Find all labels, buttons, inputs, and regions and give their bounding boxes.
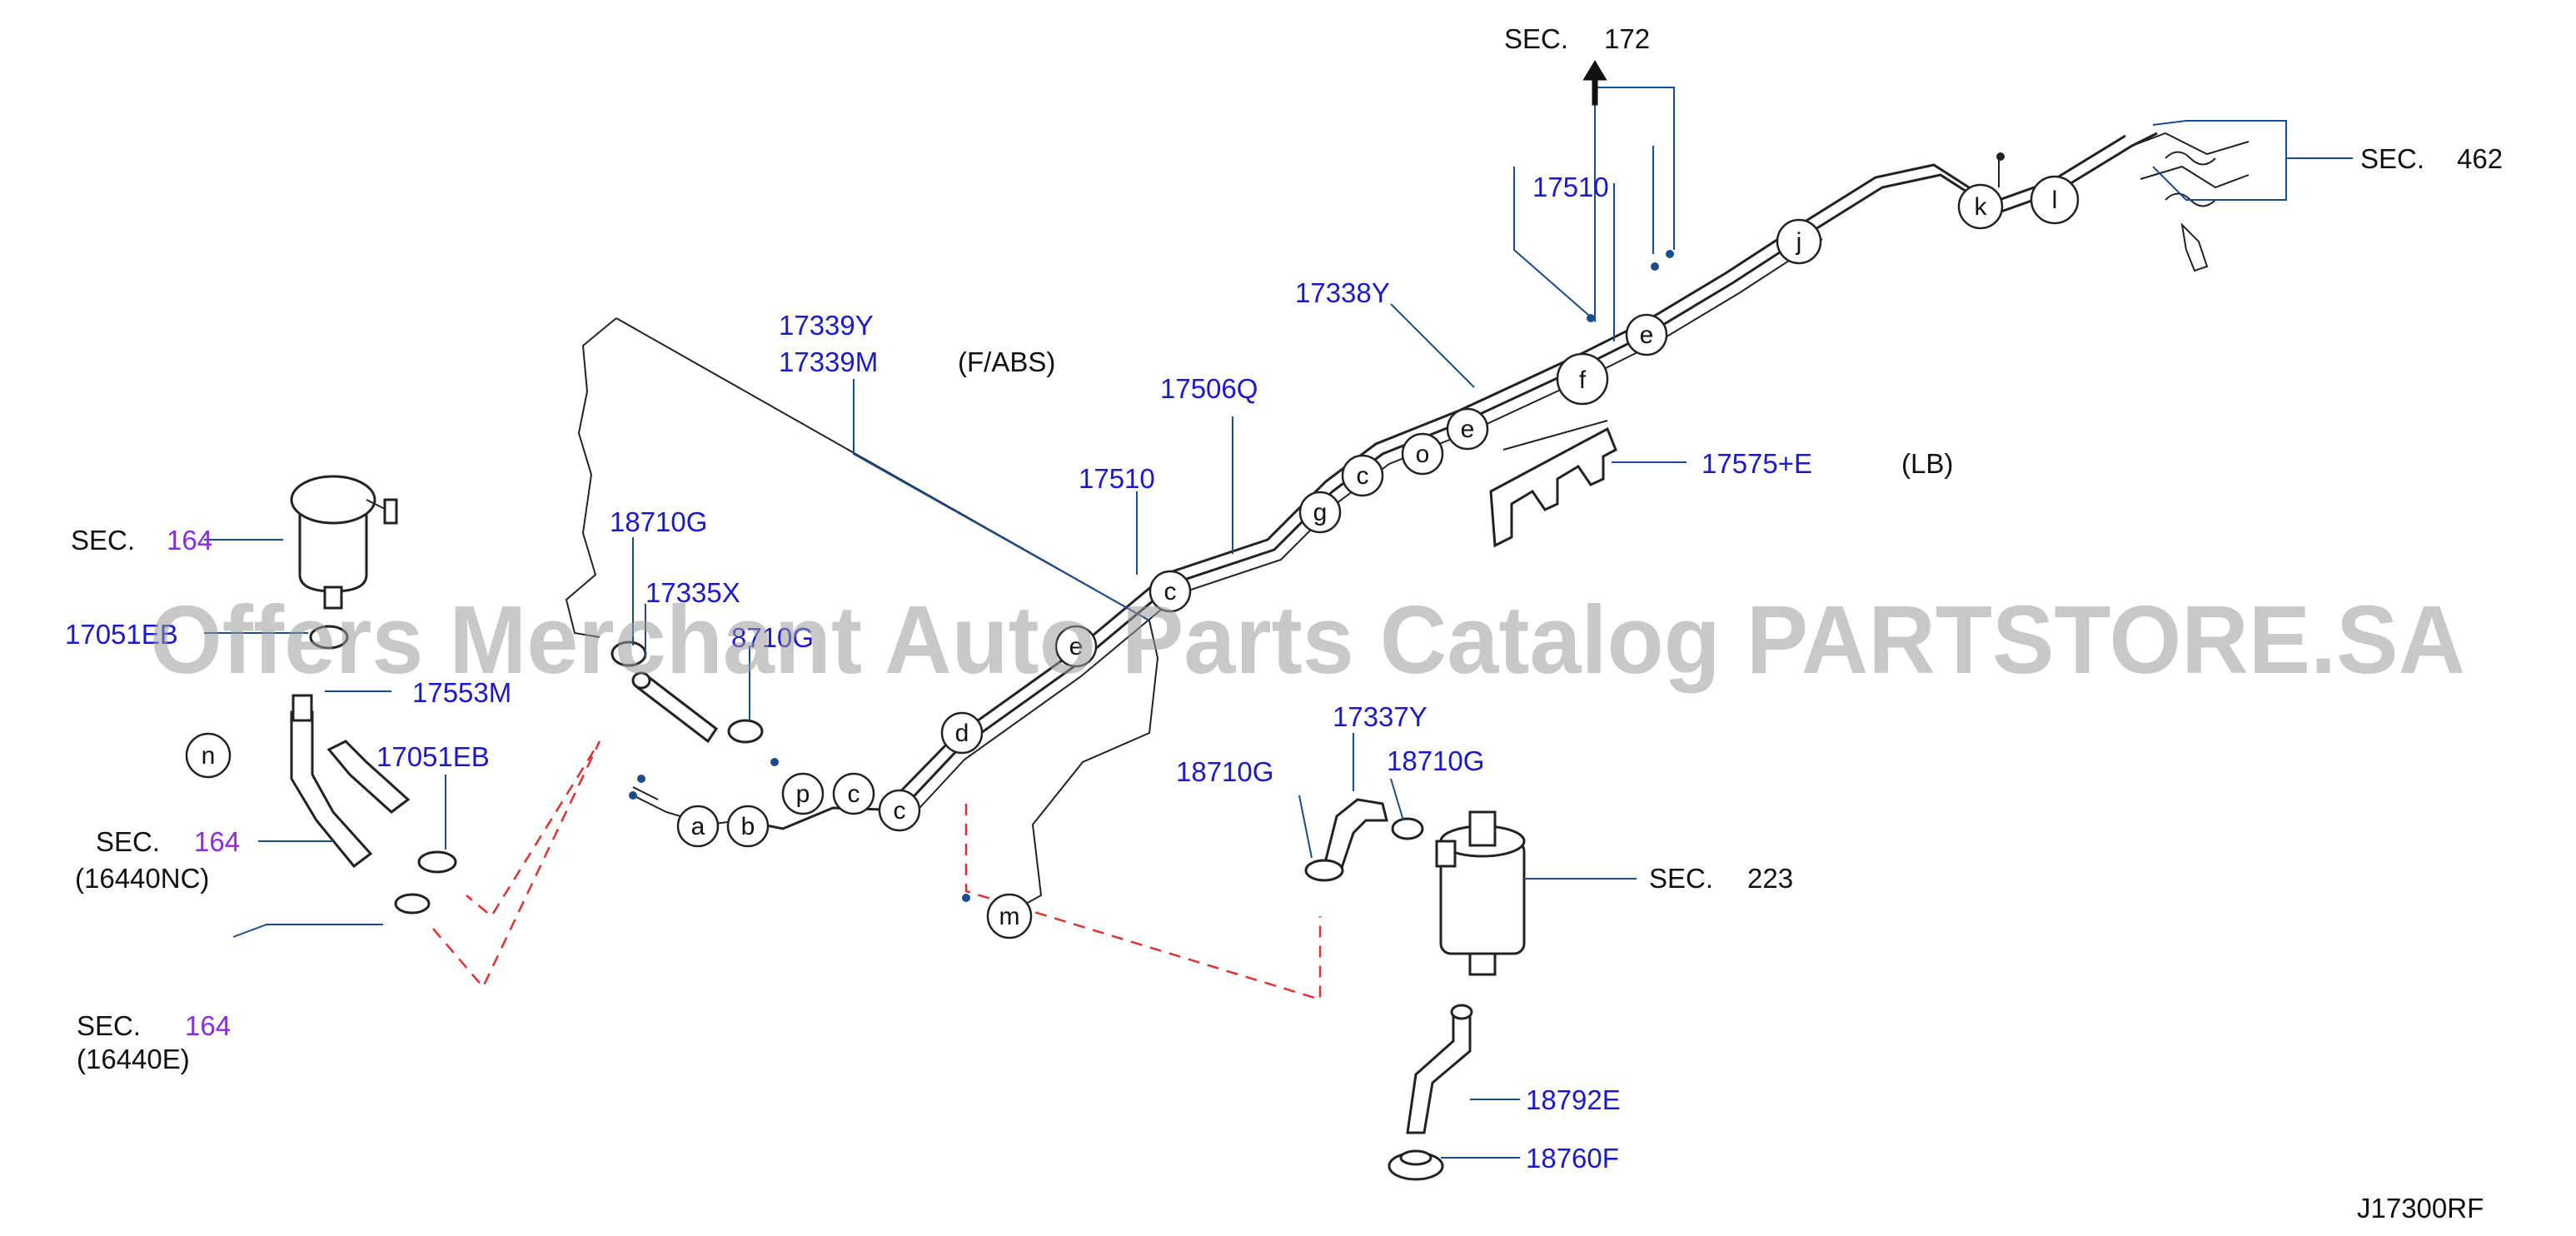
svg-text:j: j (1796, 228, 1802, 256)
part-label-18792E[interactable]: 18792E (1526, 1084, 1621, 1115)
sec172-prefix: SEC. (1504, 23, 1568, 54)
sec462-number[interactable]: 462 (2457, 143, 2503, 174)
svg-text:o: o (1416, 441, 1430, 468)
callout-c3[interactable]: c (1148, 570, 1192, 613)
clip-sec164-bottom (394, 893, 431, 915)
label-f-abs: (F/ABS) (958, 346, 1055, 377)
part-label-17339M[interactable]: 17339M (779, 346, 878, 377)
svg-text:d: d (955, 720, 969, 747)
svg-text:n: n (202, 742, 216, 770)
svg-text:e: e (1461, 416, 1475, 443)
sec164-top-prefix: SEC. (71, 525, 135, 556)
part-label-17553M[interactable]: 17553M (412, 677, 511, 708)
callout-e1[interactable]: e (1054, 625, 1098, 668)
body-outline (565, 317, 1159, 917)
part-label-18710G-a[interactable]: 18710G (1176, 756, 1273, 787)
part-label-17051EB-left[interactable]: 17051EB (65, 619, 178, 650)
sec223-number[interactable]: 223 (1747, 863, 1793, 894)
sec164-bottom-number[interactable]: 164 (185, 1010, 231, 1041)
watermark: Offers Merchant Auto Parts Catalog PARTS… (150, 586, 2465, 694)
callout-e3[interactable]: e (1625, 313, 1668, 356)
sec164-mid-note: (16440NC) (75, 863, 209, 894)
sec164-top-number[interactable]: 164 (167, 525, 212, 556)
callout-m[interactable]: m (986, 893, 1033, 939)
callout-k[interactable]: k (1957, 183, 2004, 230)
grommet-18760F (1388, 1149, 1444, 1181)
callout-l[interactable]: l (2030, 175, 2080, 225)
part-label-17575E[interactable]: 17575+E (1702, 448, 1812, 479)
sec164-mid-prefix: SEC. (96, 826, 160, 857)
svg-text:c: c (848, 780, 860, 808)
leader-lines (204, 87, 2353, 1159)
callout-a[interactable]: a (676, 805, 720, 848)
svg-text:a: a (691, 813, 705, 840)
svg-text:c: c (894, 797, 906, 825)
part-label-17510-mid[interactable]: 17510 (1079, 463, 1155, 494)
svg-text:e: e (1069, 633, 1084, 660)
hose-routing-dashed (432, 740, 1322, 1001)
clip-17051EB-right (417, 850, 457, 874)
part-label-18710G-b[interactable]: 18710G (1387, 745, 1484, 776)
part-label-17506Q[interactable]: 17506Q (1160, 373, 1258, 404)
sec164-bottom-prefix: SEC. (77, 1010, 141, 1041)
hose-18792E (1406, 1004, 1473, 1134)
clamp-18710G-mid (727, 719, 764, 744)
svg-text:e: e (1640, 321, 1654, 349)
sec164-mid-number[interactable]: 164 (194, 826, 240, 857)
svg-text:c: c (1164, 578, 1177, 606)
sec462-prefix: SEC. (2360, 143, 2424, 174)
svg-text:m: m (999, 903, 1020, 930)
callout-c4[interactable]: c (1341, 454, 1384, 497)
callout-e2[interactable]: e (1446, 407, 1489, 451)
arrow-up-icon (1582, 60, 1607, 106)
sec164-bottom-note: (16440E) (77, 1044, 190, 1074)
callout-c2[interactable]: c (878, 789, 921, 832)
label-lb: (LB) (1901, 448, 1953, 479)
part-label-18710G-left[interactable]: 18710G (610, 506, 707, 537)
callout-f[interactable]: f (1556, 352, 1609, 406)
svg-text:c: c (1357, 462, 1369, 490)
part-label-17510-top[interactable]: 17510 (1532, 172, 1609, 202)
hose-17337Y (1304, 798, 1424, 882)
part-label-17339Y[interactable]: 17339Y (779, 310, 874, 341)
part-label-17051EB-right[interactable]: 17051EB (376, 741, 490, 772)
sec223-prefix: SEC. (1649, 863, 1713, 894)
callout-g[interactable]: g (1298, 491, 1342, 534)
protector-bracket (1489, 420, 1617, 548)
diagram-code: J17300RF (2357, 1193, 2484, 1224)
part-label-18760F[interactable]: 18760F (1526, 1143, 1619, 1174)
part-label-17337Y[interactable]: 17337Y (1333, 701, 1428, 732)
fuel-filter-sec164 (290, 475, 398, 610)
part-label-18710G-partial[interactable]: 8710G (731, 622, 814, 653)
canister-sec223 (1435, 810, 1526, 976)
part-label-17335X[interactable]: 17335X (645, 577, 740, 608)
callout-b[interactable]: b (726, 805, 770, 848)
sec172-number[interactable]: 172 (1604, 23, 1650, 54)
hose-17553M (290, 694, 411, 869)
callout-c1[interactable]: c (832, 772, 875, 815)
hose-17335X (631, 671, 719, 744)
callout-d[interactable]: d (940, 711, 984, 755)
callout-n[interactable]: n (185, 732, 232, 779)
svg-text:f: f (1579, 366, 1587, 394)
clip-17051EB-left (309, 625, 349, 650)
svg-text:l: l (2052, 187, 2058, 214)
svg-text:g: g (1313, 499, 1328, 526)
part-label-17338Y[interactable]: 17338Y (1295, 277, 1390, 308)
callout-o[interactable]: o (1401, 432, 1444, 476)
svg-text:p: p (796, 780, 810, 808)
svg-text:b: b (741, 813, 755, 840)
callout-p[interactable]: p (781, 772, 825, 815)
callout-j[interactable]: j (1776, 218, 1822, 265)
svg-text:k: k (1975, 193, 1988, 221)
